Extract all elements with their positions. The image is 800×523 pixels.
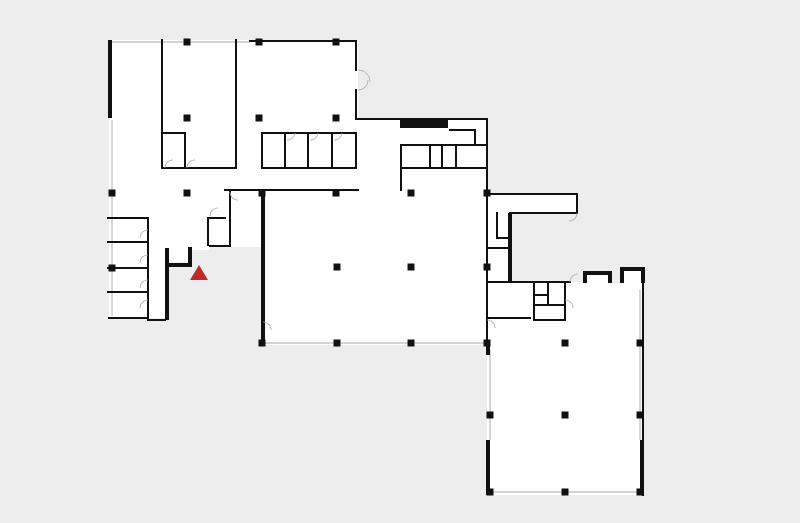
column <box>258 339 266 347</box>
column <box>183 114 191 122</box>
column <box>183 38 191 46</box>
main-wing-floor <box>109 40 487 345</box>
column <box>258 189 266 197</box>
column <box>183 189 191 197</box>
column <box>483 189 491 197</box>
column <box>483 263 491 271</box>
column <box>255 114 263 122</box>
doors <box>139 69 579 331</box>
column <box>561 488 569 496</box>
column <box>636 339 644 347</box>
column <box>108 264 116 272</box>
structural-columns <box>108 38 644 496</box>
walls <box>107 39 645 496</box>
column <box>255 38 263 46</box>
column <box>407 189 415 197</box>
column <box>108 189 116 197</box>
column <box>407 339 415 347</box>
column <box>407 263 415 271</box>
column <box>636 411 644 419</box>
floor-areas <box>109 40 643 495</box>
column <box>332 189 340 197</box>
column <box>332 114 340 122</box>
column <box>483 339 491 347</box>
column <box>332 38 340 46</box>
column <box>636 488 644 496</box>
column <box>333 263 341 271</box>
column <box>561 339 569 347</box>
column <box>561 411 569 419</box>
column <box>486 411 494 419</box>
location-marker-triangle-icon <box>190 265 208 280</box>
column <box>333 339 341 347</box>
column <box>486 488 494 496</box>
